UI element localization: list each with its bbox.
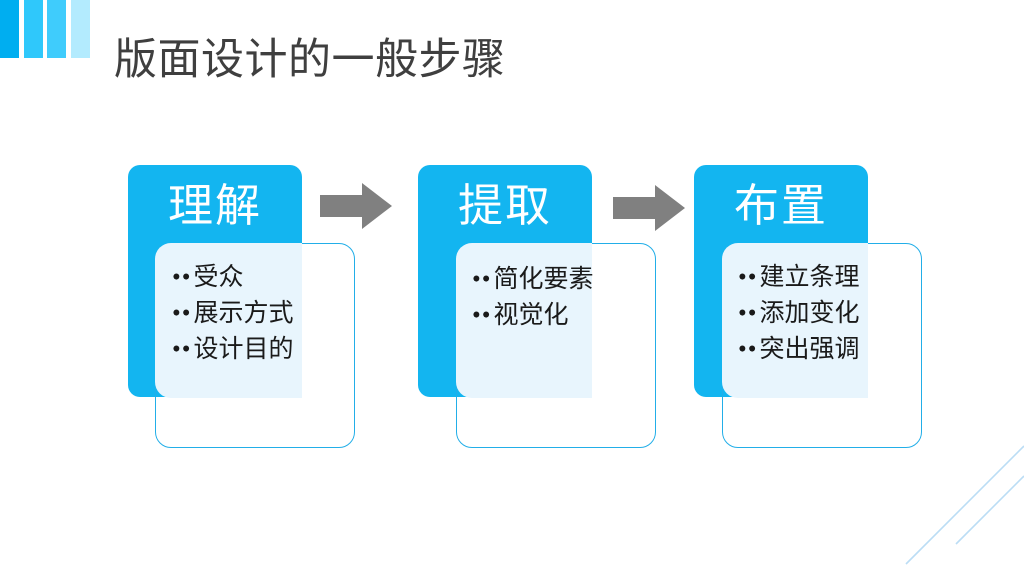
step-1-content-fill (155, 243, 302, 398)
step-3-content-fill (722, 243, 868, 398)
list-item-label: 添加变化 (759, 300, 860, 327)
decorative-diagonal-lines (905, 445, 1024, 565)
page-title: 版面设计的一般步骤 (114, 36, 506, 84)
bullet-marker-icon: •• (172, 264, 192, 291)
step-2-heading: 提取 (457, 180, 552, 231)
list-item-label: 受众 (193, 264, 244, 291)
step-3-heading: 布置 (733, 180, 828, 231)
step-1-bullet-list: ••受众 ••展示方式 ••设计目的 (172, 260, 294, 368)
list-item-label: 视觉化 (493, 302, 569, 329)
list-item: ••视觉化 (472, 298, 594, 334)
decor-bar-1 (0, 0, 19, 58)
bullet-marker-icon: •• (472, 302, 492, 329)
bullet-marker-icon: •• (738, 264, 758, 291)
step-1-heading: 理解 (167, 180, 262, 231)
list-item-label: 简化要素 (493, 266, 594, 293)
bullet-marker-icon: •• (172, 336, 192, 363)
list-item: ••设计目的 (172, 332, 294, 368)
list-item-label: 突出强调 (759, 336, 860, 363)
list-item: ••建立条理 (738, 260, 860, 296)
list-item: ••受众 (172, 260, 294, 296)
list-item: ••展示方式 (172, 296, 294, 332)
decor-bar-4 (71, 0, 90, 58)
step-3-bullet-list: ••建立条理 ••添加变化 ••突出强调 (738, 260, 860, 368)
list-item-label: 建立条理 (759, 264, 860, 291)
decor-bar-3 (47, 0, 66, 58)
list-item: ••突出强调 (738, 332, 860, 368)
list-item: ••添加变化 (738, 296, 860, 332)
bullet-marker-icon: •• (472, 266, 492, 293)
step-2-bullet-list: ••简化要素 ••视觉化 (472, 262, 594, 334)
bullet-marker-icon: •• (172, 300, 192, 327)
decor-bar-2 (24, 0, 43, 58)
list-item-label: 设计目的 (193, 336, 294, 363)
arrow-step1-to-step2 (320, 183, 392, 229)
bullet-marker-icon: •• (738, 336, 758, 363)
bullet-marker-icon: •• (738, 300, 758, 327)
arrow-step2-to-step3 (613, 185, 685, 231)
list-item-label: 展示方式 (193, 300, 294, 327)
list-item: ••简化要素 (472, 262, 594, 298)
step-2-content-fill (456, 243, 592, 398)
